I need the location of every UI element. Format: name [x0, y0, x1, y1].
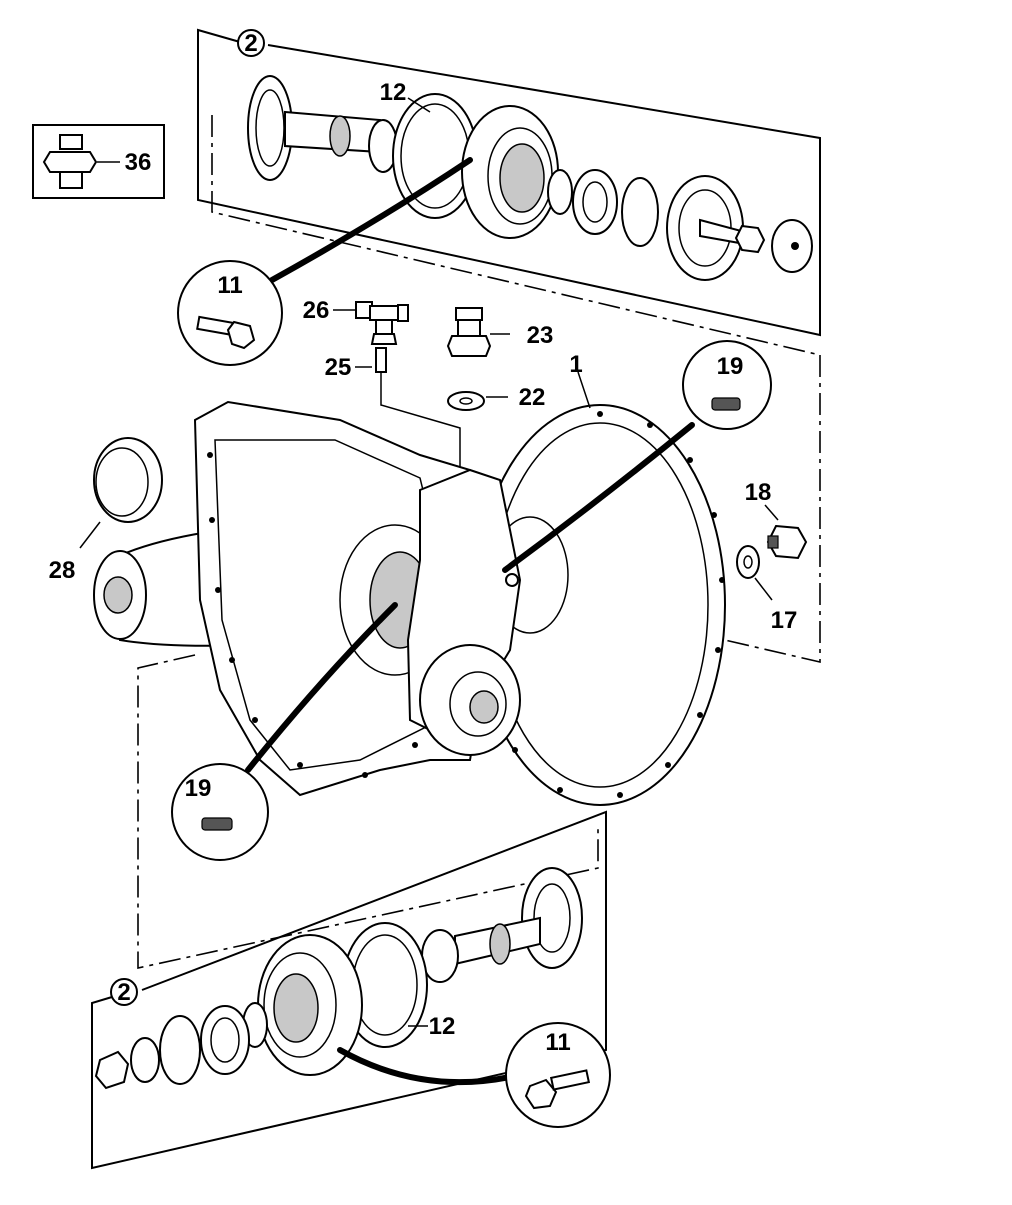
upper-group-label: 2 — [244, 30, 257, 57]
lower-pinion-shaft-assembly — [94, 867, 583, 1090]
upper-stud-detail: 19 — [502, 340, 772, 573]
breather-plug-label: 23 — [527, 322, 554, 349]
tee-fitting-label: 26 — [303, 297, 330, 324]
union-fitting-box: 36 — [32, 124, 165, 199]
cover-cap-group: 28 — [49, 437, 163, 584]
washer-17-label: 17 — [771, 607, 798, 634]
upper-gasket-label: 12 — [380, 79, 407, 106]
tee-fitting-group: 26 25 — [303, 297, 461, 478]
housing-label: 1 — [569, 351, 582, 378]
upper-bolt-detail: 11 — [177, 157, 473, 366]
upper-stud-label: 19 — [717, 353, 744, 380]
lower-bolt-label: 11 — [545, 1029, 570, 1056]
upper-gasket-leader: 12 — [380, 79, 431, 113]
upper-pinion-assembly-frame: 2 — [197, 28, 821, 356]
breather-plug-group: 23 22 — [446, 307, 554, 411]
washer-22-label: 22 — [519, 384, 546, 411]
cover-cap-label: 28 — [49, 557, 76, 584]
nipple-label: 25 — [325, 354, 352, 381]
upper-pinion-shaft-assembly — [247, 75, 813, 281]
lower-group-label: 2 — [117, 979, 130, 1006]
drain-plug-group: 18 17 — [736, 479, 808, 634]
lower-dash-frame — [137, 654, 599, 969]
upper-bolt-label: 11 — [217, 272, 242, 299]
lower-gasket-label: 12 — [429, 1013, 456, 1040]
lower-bolt-detail: 11 — [337, 1022, 611, 1128]
lower-gasket-leader: 12 — [408, 1013, 455, 1040]
lower-stud-label: 19 — [185, 775, 212, 802]
lower-group-callout-circle — [110, 978, 138, 1006]
axle-housing: 1 — [93, 351, 726, 806]
lower-stud-detail: 19 — [171, 602, 398, 861]
lower-pinion-assembly-frame: 2 — [91, 810, 607, 1170]
upper-group-callout-circle — [237, 29, 265, 57]
drain-plug-label: 18 — [745, 479, 772, 506]
union-fitting-label: 36 — [125, 149, 152, 176]
